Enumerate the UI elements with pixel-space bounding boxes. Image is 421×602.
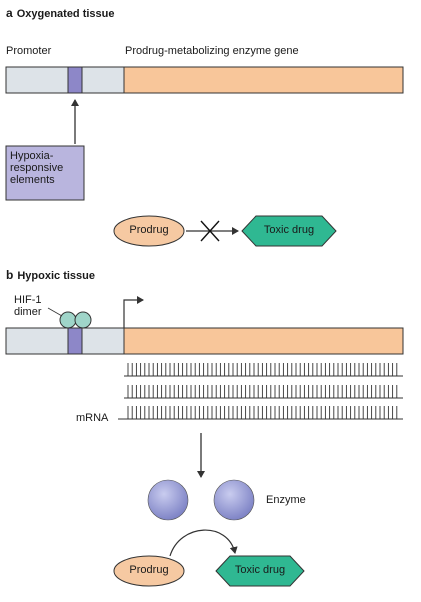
panel-b-enzyme-circle-left: [147, 479, 189, 521]
panel-b-hif1-dimer: [59, 311, 92, 329]
hre-box-line-1: Hypoxia-: [10, 150, 54, 162]
panel-a-prodrug-label: Prodrug: [129, 224, 169, 236]
mrna-strand: [118, 406, 403, 420]
panel-a-toxic-drug-hexagon: [241, 215, 337, 247]
panel-b-letter: b: [6, 268, 14, 282]
mrna-strand: [124, 385, 403, 399]
panel-b-mrna-label: mRNA: [76, 412, 109, 424]
panel-b-prodrug-label: Prodrug: [129, 564, 169, 576]
panel-b-toxic-drug-hexagon: [215, 555, 305, 587]
panel-a-cross-mark: [200, 220, 220, 242]
panel-b-hif-label: HIF-1 dimer: [14, 294, 64, 318]
panel-a-letter: a: [6, 6, 13, 20]
panel-a-gene-region: [123, 66, 404, 94]
panel-b-transcription-start-arrow: [123, 296, 144, 328]
panel-b-gene-region: [123, 327, 404, 355]
panel-a-hre-box-label: Hypoxia- responsive elements: [10, 150, 84, 186]
panel-a-promoter-region: [5, 66, 125, 94]
panel-b-title-text: Hypoxic tissue: [17, 270, 95, 282]
panel-b-prodrug-ellipse: [113, 555, 185, 587]
panel-b-promoter-region: [5, 327, 125, 355]
panel-b-conversion-arrow: [169, 529, 238, 557]
panel-b-toxic-drug-label: Toxic drug: [234, 564, 286, 576]
panel-a-dna-bar: [5, 66, 404, 94]
hif-label-line-1: HIF-1: [14, 294, 42, 306]
panel-a-gene-label: Prodrug-metabolizing enzyme gene: [125, 45, 299, 57]
hif-label-line-2: dimer: [14, 306, 42, 318]
panel-a-hre-segment: [67, 66, 83, 94]
panel-a-prodrug-ellipse: [113, 215, 185, 247]
panel-b-hre-segment: [67, 327, 83, 355]
hif1-subunit-right: [74, 311, 92, 329]
panel-b-dna-bar: [5, 327, 404, 355]
hre-box-line-2: responsive: [10, 162, 64, 174]
panel-b-enzyme-circle-right: [213, 479, 255, 521]
panel-b-mrna-strands: [118, 363, 403, 420]
panel-a-hre-box: [5, 145, 85, 201]
hre-box-line-3: elements: [10, 174, 55, 186]
panel-a-title-text: Oxygenated tissue: [16, 8, 115, 20]
panel-a-promoter-label: Promoter: [6, 45, 52, 57]
panel-b-enzyme-label: Enzyme: [266, 494, 306, 506]
panel-b-hif-label-leader: [47, 307, 63, 317]
mrna-strand: [124, 363, 403, 377]
panel-a-toxic-drug-label: Toxic drug: [263, 224, 315, 236]
